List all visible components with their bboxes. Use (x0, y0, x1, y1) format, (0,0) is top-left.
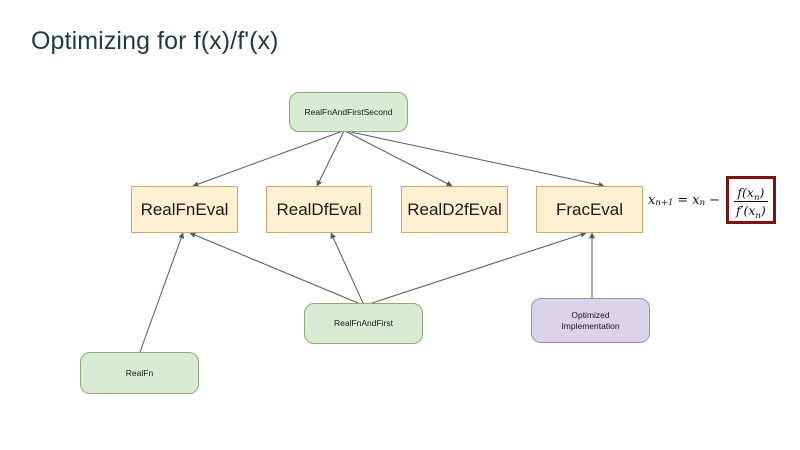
node-real-fn-eval[interactable]: RealFnEval (131, 186, 238, 233)
page-title: Optimizing for f(x)/f'(x) (31, 27, 279, 55)
formula-lhs-var: x (648, 192, 656, 208)
formula-minus-sign: − (709, 192, 720, 208)
edge-realfnandfirst-to-realfneval (189, 232, 359, 304)
edge-realfnandfirstsecond-to-realdfeval (316, 130, 345, 187)
formula-equals-sign: = (677, 192, 689, 208)
node-real-d2f-eval[interactable]: RealD2fEval (401, 186, 508, 233)
node-real-fn[interactable]: RealFn (80, 352, 199, 394)
node-label: FracEval (555, 199, 624, 219)
edge-realfnandfirstsecond-to-realfneval (192, 130, 344, 187)
node-label: RealFn (125, 367, 154, 378)
node-label: RealD2fEval (407, 199, 502, 219)
node-real-fn-and-first[interactable]: RealFnAndFirst (304, 303, 423, 344)
edge-realfnandfirst-to-fraceval (371, 231, 587, 304)
node-label: RealFnAndFirstSecond (304, 106, 393, 117)
numerator-subscript: n (753, 193, 760, 203)
formula-term-subscript: n (699, 198, 706, 208)
formula-term-var: x (692, 192, 700, 208)
formula-lhs-subscript: n+1 (655, 198, 674, 208)
fraction: f(xn) f′(xn) (734, 185, 768, 221)
denominator-subscript: n (755, 211, 761, 221)
node-label: RealFnAndFirst (333, 318, 394, 328)
fraction-highlight-box: f(xn) f′(xn) (726, 176, 776, 224)
edge-realfnandfirstsecond-to-fraceval (345, 130, 605, 188)
node-label: RealFnEval (140, 199, 229, 219)
node-label: Optimized Implementation (561, 309, 620, 331)
node-optimized-implementation[interactable]: Optimized Implementation (531, 298, 650, 343)
node-real-fn-and-first-second[interactable]: RealFnAndFirstSecond (289, 92, 408, 132)
denominator-tail: ) (760, 203, 766, 218)
edge-realfn-to-realfneval (139, 232, 184, 353)
node-frac-eval[interactable]: FracEval (536, 186, 643, 233)
node-real-df-eval[interactable]: RealDfEval (266, 186, 372, 233)
edge-realfnandfirst-to-realdfeval (330, 232, 364, 304)
fraction-numerator: f(xn) (735, 185, 766, 203)
denominator-text: f′(x (736, 203, 756, 218)
edge-realfnandfirstsecond-to-reald2feval (344, 130, 453, 187)
numerator-tail: ) (759, 185, 765, 200)
numerator-text: f(x (737, 185, 754, 200)
fraction-denominator: f′(xn) (734, 201, 768, 221)
node-label: RealDfEval (276, 199, 362, 219)
